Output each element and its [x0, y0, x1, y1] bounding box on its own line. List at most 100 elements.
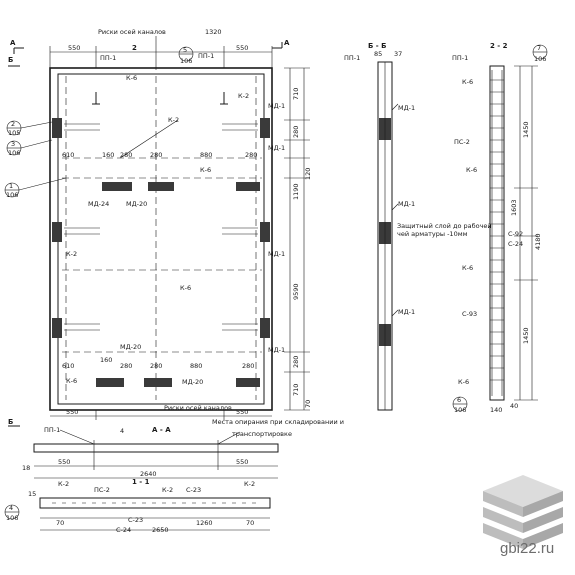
callout-3-sub: 106 — [8, 149, 20, 157]
section-11-k2-left: К-2 — [58, 480, 69, 488]
md20b: МД-20 — [120, 343, 141, 351]
section-bb-dim-a: 85 — [374, 50, 382, 58]
section-22-callout-6-sub: 106 — [454, 406, 466, 414]
k6-bottom: К-6 — [66, 377, 77, 385]
section-aa-pp1: ПП-1 — [44, 426, 60, 434]
row-dim-upper-1: 610 — [62, 151, 74, 159]
section-aa-note-2: транспортировке — [232, 430, 292, 438]
md1-c: МД-1 — [268, 250, 285, 258]
section-22-bottom-dim-1: 140 — [490, 406, 502, 414]
watermark-text: gbi22.ru — [500, 540, 555, 557]
section-22-dim-4: 1450 — [522, 327, 530, 344]
section-11-pc2: ПС-2 — [94, 486, 110, 494]
md24: МД-24 — [88, 200, 109, 208]
section-22-bottom-dim-2: 40 — [510, 402, 518, 410]
section-aa-dim-3: 2640 — [140, 470, 157, 478]
section-11-dim-4: 70 — [246, 519, 254, 527]
section-bb-note-1: Защитный слой до рабочей — [397, 222, 492, 230]
md1-a: МД-1 — [268, 102, 285, 110]
row-dim-lower-3: 280 — [120, 362, 132, 370]
section-11-dim-1: 70 — [56, 519, 64, 527]
section-22-c93: С-93 — [462, 310, 477, 318]
section-aa-callout-4: 4 — [120, 427, 124, 435]
section-aa-left-dim: 18 — [22, 464, 30, 472]
section-22-k6-top: К-6 — [462, 78, 473, 86]
row-dim-upper-6: 280 — [245, 151, 257, 159]
callout-2-sub: 105 — [8, 129, 20, 137]
k6-top: К-6 — [126, 74, 137, 82]
section-11-dim-15: 15 — [28, 490, 36, 498]
section-11-dim-3: 1260 — [196, 519, 213, 527]
md20a: МД-20 — [126, 200, 147, 208]
section-mark-a-right: А — [284, 39, 290, 47]
md20c: МД-20 — [182, 378, 203, 386]
section-22-k6-mid: К-6 — [466, 166, 477, 174]
k2-mid: К-2 — [168, 116, 179, 124]
section-22-title: 2 - 2 — [490, 42, 508, 50]
section-bb-title: Б - Б — [368, 42, 386, 50]
top-dim-2: 1320 — [205, 28, 222, 36]
pp1-right: ПП-1 — [198, 52, 214, 60]
k6-lower: К-6 — [180, 284, 191, 292]
section-aa-note-1: Места опирания при складировании и — [212, 418, 344, 426]
section-bb-pp1: ПП-1 — [344, 54, 360, 62]
right-dim-8: 70 — [304, 400, 312, 408]
section-22-callout-7-sub: 106 — [534, 55, 546, 63]
section-11-callout-4-sub: 106 — [6, 514, 18, 522]
bottom-axis-label: Риски осей каналов — [164, 404, 232, 412]
section-22-dim-1: 1450 — [522, 121, 530, 138]
section-bb: Б - Б ПП-1 85 37 МД-1 МД-1 МД-1 Защитный… — [344, 42, 492, 411]
section-aa-title: А - А — [152, 426, 171, 434]
callout-5-sub: 106 — [180, 57, 192, 65]
k2-top: К-2 — [238, 92, 249, 100]
section-bb-md1-mid: МД-1 — [398, 200, 415, 208]
section-mark-a-left: А — [10, 39, 16, 47]
axis-2: 2 — [132, 44, 137, 52]
section-mark-b-top: Б — [8, 56, 13, 64]
plan-labels: А А Б Риски осей каналов 550 1320 550 2 … — [6, 28, 312, 426]
row-dim-upper-4: 280 — [150, 151, 162, 159]
row-dim-lower-1: 610 — [62, 362, 74, 370]
right-dim-2: 280 — [292, 126, 300, 138]
panel-outline — [49, 67, 273, 411]
section-11: 1 - 1 К-2 ПС-2 К-2 С-23 К-2 4 106 15 70 … — [4, 478, 271, 534]
right-dim-7: 710 — [292, 384, 300, 396]
row-dim-upper-5: 880 — [200, 151, 212, 159]
bottom-dim-2: 550 — [236, 408, 248, 416]
section-11-k2-right: К-2 — [244, 480, 255, 488]
right-dim-4: 120 — [304, 168, 312, 180]
callout-3: 3 — [11, 140, 15, 148]
section-22: 2 - 2 ПП-1 7 106 К-6 ПС-2 К-6 С-92 С-24 … — [452, 42, 548, 414]
axis-label-top: Риски осей каналов — [98, 28, 166, 36]
section-aa: ПП-1 А - А 4 Места опирания при складиро… — [22, 418, 344, 479]
right-dim-6: 280 — [292, 356, 300, 368]
section-bb-dim-b: 37 — [394, 50, 402, 58]
section-bb-md1-top: МД-1 — [398, 104, 415, 112]
section-22-pc2: ПС-2 — [454, 138, 470, 146]
k2-lower: К-2 — [66, 250, 77, 258]
section-22-callout-7: 7 — [537, 44, 541, 52]
right-dim-5: 9590 — [292, 283, 300, 300]
row-dim-upper-2: 160 — [102, 151, 114, 159]
md1-d: МД-1 — [268, 346, 285, 354]
section-11-k2-mid: К-2 — [162, 486, 173, 494]
section-mark-b-bottom: Б — [8, 418, 13, 426]
pp1-left: ПП-1 — [100, 54, 116, 62]
section-22-c24: С-24 — [508, 240, 523, 248]
panel-inner-outline — [57, 73, 265, 405]
section-22-callout-6: 6 — [457, 396, 461, 404]
top-dim-3: 550 — [236, 44, 248, 52]
callout-2: 2 — [11, 120, 15, 128]
section-11-title: 1 - 1 — [132, 478, 150, 486]
right-dim-1: 710 — [292, 88, 300, 100]
section-22-c92: С-92 — [508, 230, 523, 238]
section-22-pp1: ПП-1 — [452, 54, 468, 62]
section-aa-dim-2: 550 — [236, 458, 248, 466]
section-22-k6-bottom: К-6 — [458, 378, 469, 386]
section-11-total-1: С-24 — [116, 526, 131, 534]
callout-1: 1 — [9, 182, 13, 190]
row-dim-lower-6: 280 — [242, 362, 254, 370]
section-22-k6-low: К-6 — [462, 264, 473, 272]
section-bb-note-2: чей арматуры -10мм — [397, 230, 468, 238]
